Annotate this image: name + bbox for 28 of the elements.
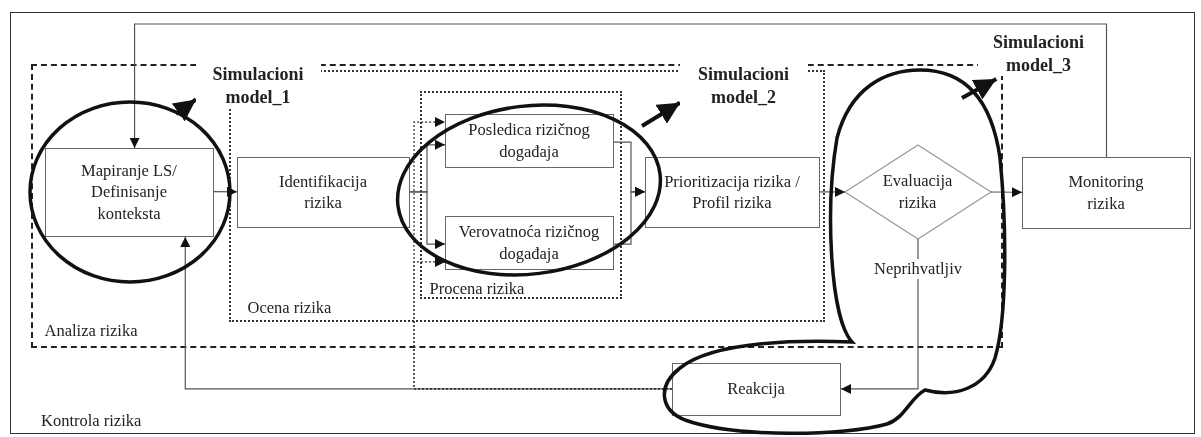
arrow [613, 186, 646, 245]
edge-label: Neprihvatljiv [872, 259, 964, 279]
arrow [840, 238, 919, 394]
arrow [413, 256, 673, 390]
dotted-frame [419, 90, 622, 299]
process-box: Monitoring rizika [1021, 156, 1191, 229]
outer-frame [10, 12, 1195, 434]
region-label: Kontrola rizika [41, 411, 142, 431]
process-box: Prioritizacija rizika / Profil rizika [644, 156, 820, 228]
process-box: Mapiranje LS/ Definisanje konteksta [44, 147, 214, 237]
arrow [409, 191, 446, 250]
arrow [990, 187, 1023, 198]
arrow [819, 186, 846, 197]
process-box: Verovatnoća rizičnog događaja [444, 215, 614, 270]
process-box: Reakcija [671, 362, 841, 416]
process-box: Identifikacija rizika [236, 156, 410, 228]
arrow [961, 77, 998, 100]
region-label: Procena rizika [429, 278, 525, 299]
decision-diamond: Evaluacija rizika [844, 144, 991, 239]
model-label: Simulacioni model_1 [195, 63, 321, 108]
region-label: Ocena rizika [247, 297, 332, 318]
arrow [213, 186, 238, 197]
arrow [129, 23, 1108, 158]
model-label: Simulacioni model_2 [679, 63, 808, 108]
region-label: Analiza rizika [44, 320, 138, 341]
process-box: Posledica rizičnog događaja [444, 113, 614, 168]
arrow [180, 236, 673, 390]
dashed-frame [30, 63, 1003, 348]
